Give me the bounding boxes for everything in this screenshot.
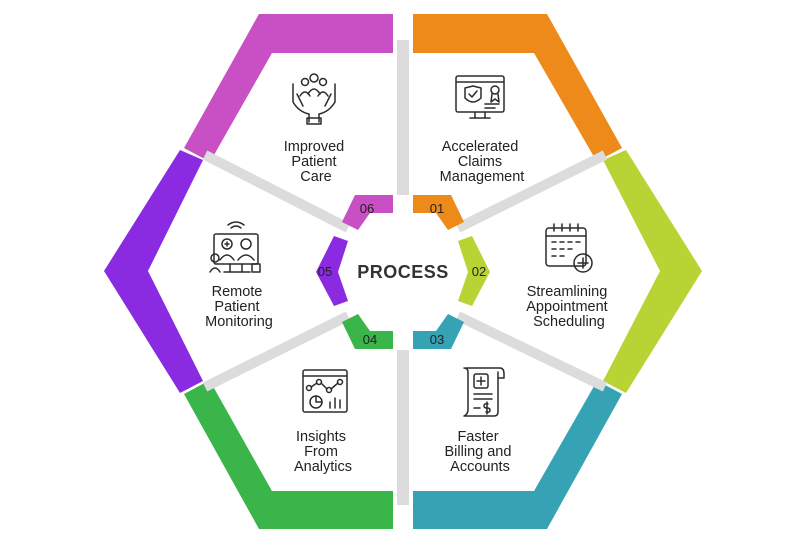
segment-label-02: Streamlining Appointment Scheduling bbox=[526, 284, 611, 330]
label-line: Analytics bbox=[294, 459, 352, 475]
outer-segment-03 bbox=[413, 378, 622, 529]
label-line: Faster bbox=[457, 429, 498, 445]
label-line: Accelerated bbox=[442, 139, 519, 155]
label-line: Patient bbox=[291, 154, 336, 170]
segment-label-06: Improved Patient Care bbox=[284, 139, 348, 185]
outer-segment-04 bbox=[184, 378, 393, 529]
remote-monitoring-icon bbox=[209, 221, 261, 273]
segment-number-02: 02 bbox=[472, 264, 486, 279]
inner-segment-05 bbox=[316, 236, 348, 306]
label-line: Monitoring bbox=[205, 314, 273, 330]
label-line: Appointment bbox=[526, 299, 607, 315]
claims-certificate-icon bbox=[455, 75, 505, 119]
inner-segment-01 bbox=[413, 195, 464, 230]
segment-dividers bbox=[202, 40, 608, 505]
segment-number-01: 01 bbox=[430, 201, 444, 216]
label-line: Patient bbox=[214, 299, 259, 315]
segment-label-05: Remote Patient Monitoring bbox=[205, 284, 273, 330]
outer-segment-01 bbox=[413, 14, 622, 164]
outer-segment-02 bbox=[603, 150, 702, 393]
segment-number-06: 06 bbox=[360, 201, 374, 216]
medical-bill-icon bbox=[463, 367, 505, 417]
segment-number-04: 04 bbox=[363, 332, 377, 347]
analytics-dashboard-icon bbox=[302, 369, 348, 413]
label-line: Care bbox=[300, 169, 331, 185]
label-line: Streamlining bbox=[527, 284, 608, 300]
label-line: Remote bbox=[212, 284, 263, 300]
outer-segment-05 bbox=[104, 150, 203, 393]
label-line: Insights bbox=[296, 429, 346, 445]
segment-number-05: 05 bbox=[318, 264, 332, 279]
inner-segment-04 bbox=[342, 314, 393, 349]
segment-number-03: 03 bbox=[430, 332, 444, 347]
segment-label-04: Insights From Analytics bbox=[294, 429, 352, 475]
calendar-add-icon bbox=[545, 223, 593, 273]
label-line: Improved bbox=[284, 139, 344, 155]
segment-label-03: Faster Billing and Accounts bbox=[445, 429, 516, 475]
label-line: From bbox=[304, 444, 338, 460]
segment-label-01: Accelerated Claims Management bbox=[440, 139, 525, 185]
inner-segment-06 bbox=[342, 195, 393, 230]
label-line: Scheduling bbox=[533, 314, 605, 330]
inner-white-hexagon bbox=[148, 53, 660, 491]
center-title: PROCESS bbox=[357, 262, 449, 282]
outer-segment-06 bbox=[184, 14, 393, 164]
inner-segment-03 bbox=[413, 314, 464, 349]
label-line: Billing and bbox=[445, 444, 512, 460]
caring-hands-icon bbox=[292, 73, 336, 125]
inner-segment-02 bbox=[458, 236, 490, 306]
label-line: Management bbox=[440, 169, 525, 185]
label-line: Accounts bbox=[450, 459, 510, 475]
label-line: Claims bbox=[458, 154, 502, 170]
